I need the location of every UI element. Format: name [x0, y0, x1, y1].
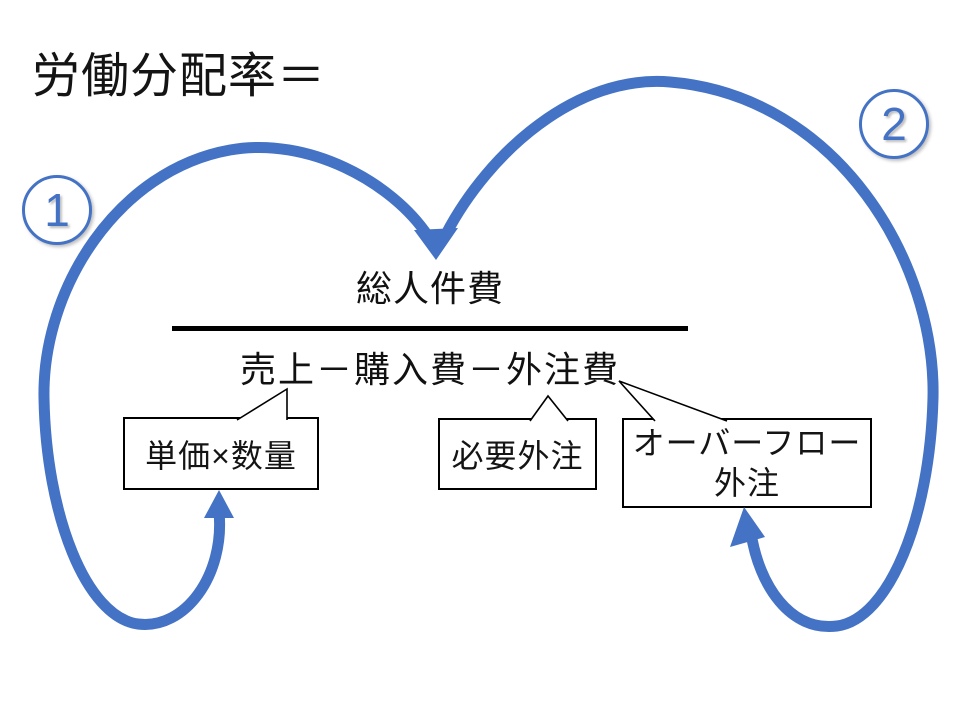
- callout-overflow-outsourcing: オーバーフロー 外注: [622, 418, 872, 508]
- circled-number-2-label: 2: [881, 98, 907, 150]
- down-arrowhead-numerator: [414, 228, 458, 260]
- callout-unit-price-quantity: 単価×数量: [123, 417, 319, 490]
- up-arrowhead-callout-1: [204, 490, 234, 518]
- circled-number-1-label: 1: [44, 184, 70, 236]
- circled-number-1-badge: 1: [22, 175, 92, 245]
- callout-1-pointer: [236, 387, 288, 421]
- formula-numerator: 総人件費: [355, 268, 504, 309]
- formula-denominator: 売上－購入費－外注費: [239, 349, 620, 390]
- slide-title: 労働分配率＝: [32, 50, 327, 103]
- callout-required-outsourcing: 必要外注: [438, 418, 597, 490]
- fraction-bar: [172, 326, 688, 331]
- callout-overflow-outsourcing-line1: オーバーフロー: [632, 425, 862, 461]
- callout-required-outsourcing-label: 必要外注: [451, 438, 584, 474]
- callout-overflow-outsourcing-line2: 外注: [713, 465, 780, 501]
- up-arrowhead-callout-3: [730, 507, 765, 547]
- circled-number-2-badge: 2: [859, 89, 929, 159]
- callout-unit-price-quantity-label: 単価×数量: [145, 437, 297, 474]
